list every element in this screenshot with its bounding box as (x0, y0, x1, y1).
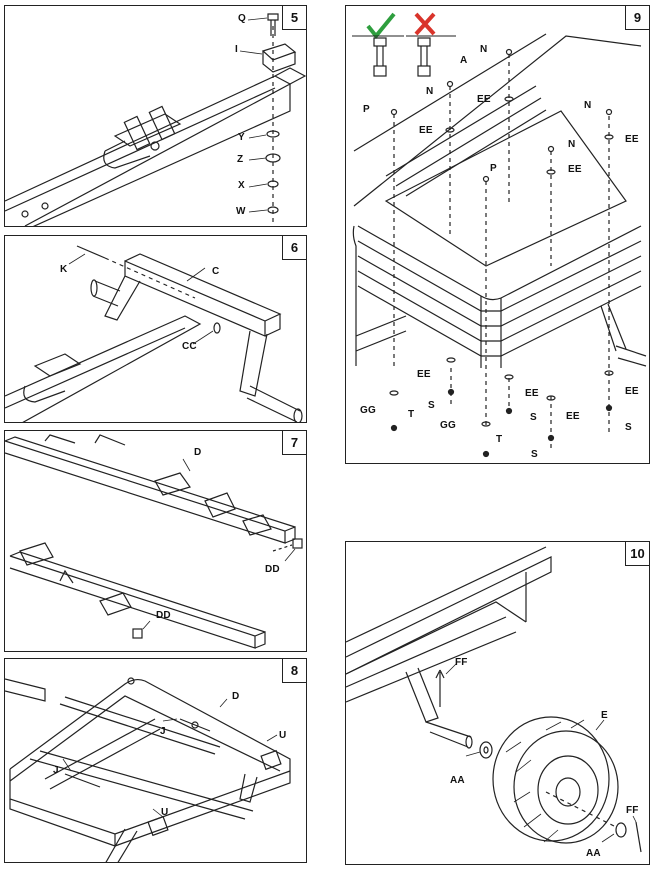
label-n-4: N (568, 139, 576, 150)
label-aa-lower: AA (586, 848, 601, 859)
step-number: 9 (625, 6, 649, 30)
step-number: 5 (282, 6, 306, 30)
label-e: E (601, 710, 608, 721)
step-6-panel: 6 K C CC (4, 235, 307, 423)
step-number: 6 (282, 236, 306, 260)
label-ee-2: EE (419, 125, 433, 136)
step-10-panel: 10 FF E AA FF AA (345, 541, 650, 865)
label-z: Z (237, 154, 244, 165)
label-n-2: N (426, 86, 434, 97)
label-s-3: S (625, 422, 632, 433)
label-a: A (460, 55, 468, 66)
check-icon (366, 12, 396, 40)
label-p-2: P (490, 163, 497, 174)
label-t-1: T (408, 409, 415, 420)
label-ee-1: EE (477, 94, 491, 105)
label-aa-upper: AA (450, 775, 465, 786)
label-i: I (235, 44, 238, 55)
label-s-2: S (530, 412, 537, 423)
label-ee-7: EE (625, 386, 639, 397)
label-ee-4: EE (568, 164, 582, 175)
label-j-upper: J (160, 726, 166, 737)
label-ee-6: EE (525, 388, 539, 399)
label-j-lower: J (53, 765, 59, 776)
label-s-1: S (428, 400, 435, 411)
hitch-bracket-drawing (5, 13, 306, 226)
label-ee-3: EE (625, 134, 639, 145)
step-5-panel: 5 Q I Y Z X W (4, 5, 307, 227)
label-d: D (232, 691, 240, 702)
label-s-4: S (531, 449, 538, 460)
label-ee-5: EE (417, 369, 431, 380)
label-gg-2: GG (440, 420, 456, 431)
label-dd-upper: DD (265, 564, 280, 575)
label-dd-lower: DD (156, 610, 171, 621)
label-cc: CC (182, 341, 197, 352)
label-q: Q (238, 13, 246, 24)
label-p-1: P (363, 104, 370, 115)
frame-assembly-drawing (5, 677, 291, 862)
label-d: D (194, 447, 202, 458)
label-w: W (236, 206, 246, 217)
label-k: K (60, 264, 68, 275)
label-n-3: N (584, 100, 592, 111)
step-number: 7 (282, 431, 306, 455)
step-7-panel: 7 D DD DD (4, 430, 307, 652)
label-u-upper: U (279, 730, 287, 741)
label-t-2: T (496, 434, 503, 445)
label-gg-1: GG (360, 405, 376, 416)
label-x: X (238, 180, 245, 191)
step-9-panel: 9 (345, 5, 650, 464)
label-ee-8: EE (566, 411, 580, 422)
label-c: C (212, 266, 220, 277)
step-8-panel: 8 D J J U U (4, 658, 307, 863)
label-y: Y (238, 132, 245, 143)
step-number: 8 (282, 659, 306, 683)
label-ff-upper: FF (455, 657, 468, 668)
cross-icon (414, 12, 436, 36)
tray-bolting-drawing (352, 12, 647, 458)
label-n-1: N (480, 44, 488, 55)
label-u-lower: U (161, 807, 169, 818)
label-ff-lower: FF (626, 805, 639, 816)
wheel-mounting-drawing (346, 546, 642, 853)
step-number: 10 (625, 542, 649, 566)
frame-rails-drawing (5, 434, 303, 649)
axle-bracket-drawing (5, 245, 303, 422)
